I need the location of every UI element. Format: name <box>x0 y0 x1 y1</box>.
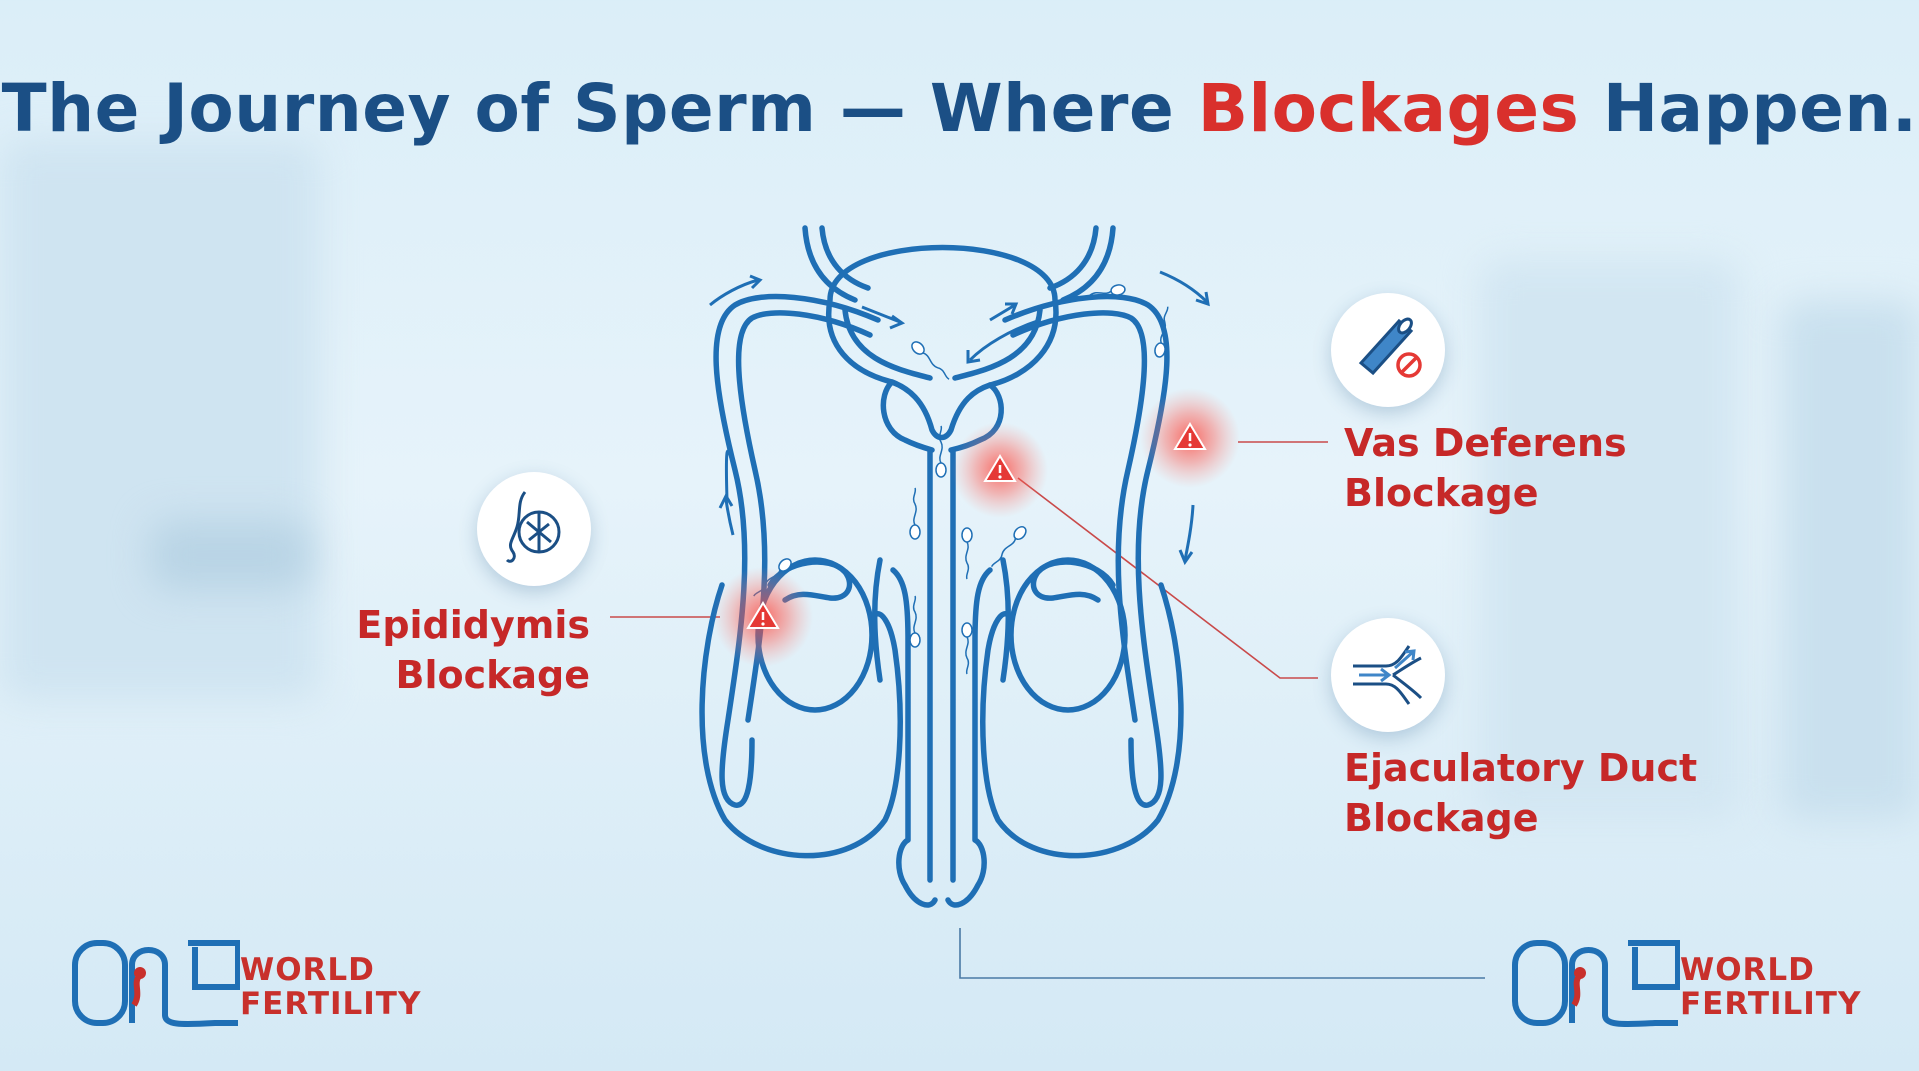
label-line: Vas Deferens <box>1344 421 1627 465</box>
flow-arrows <box>709 270 1210 566</box>
warning-triangle-icon <box>746 601 780 629</box>
duct-junction-icon <box>1331 618 1445 732</box>
title-text: The Journey of Sperm — Where <box>1 70 1198 147</box>
label-line: Blockage <box>1344 796 1539 840</box>
warning-triangle-icon <box>1173 422 1207 450</box>
epididymis-icon <box>477 472 591 586</box>
label-line: Epididymis <box>356 603 590 647</box>
vas-deferens-blockage-label: Vas Deferens Blockage <box>1344 418 1627 518</box>
one-logo-mark <box>72 940 241 1027</box>
logo-connector-line <box>959 928 1485 979</box>
one-logo-mark <box>1512 940 1681 1027</box>
logo-text-world: WORLD <box>1680 952 1815 988</box>
label-line: Blockage <box>1344 471 1539 515</box>
background-shape <box>150 520 310 590</box>
logo-text-fertility: FERTILITY <box>240 986 422 1022</box>
background-shape <box>1480 260 1740 820</box>
label-line: Blockage <box>395 653 590 697</box>
label-line: Ejaculatory Duct <box>1344 746 1698 790</box>
background-shape <box>1780 300 1919 820</box>
epididymis-blockage-label: Epididymis Blockage <box>300 600 590 700</box>
logo-text-fertility: FERTILITY <box>1680 986 1862 1022</box>
blocked-tube-icon <box>1331 293 1445 407</box>
ejaculatory-connector-line <box>1017 477 1318 679</box>
title-text-end: Happen. <box>1579 70 1918 147</box>
page-title: The Journey of Sperm — Where Blockages H… <box>0 70 1919 147</box>
warning-triangle-icon <box>983 454 1017 482</box>
background-shape <box>0 140 320 700</box>
logo-text-world: WORLD <box>240 952 375 988</box>
ejaculatory-duct-blockage-label: Ejaculatory Duct Blockage <box>1344 743 1697 843</box>
title-highlight: Blockages <box>1197 70 1580 147</box>
